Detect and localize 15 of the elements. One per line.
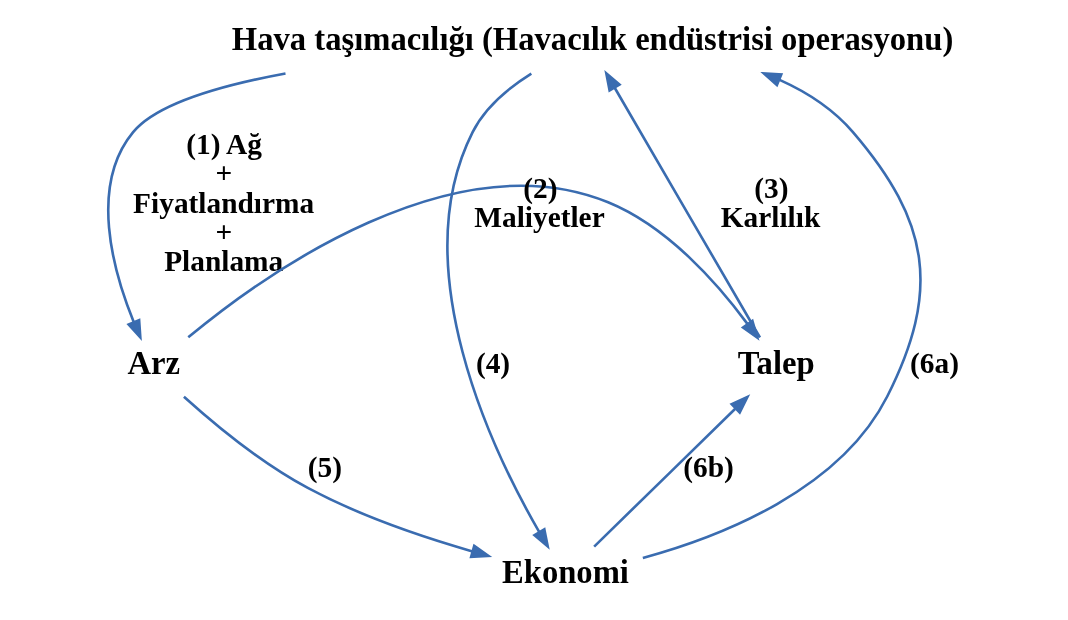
arrow [445,72,550,550]
node-text: Hava taşımacılığı (Havacılık endüstrisi operasyonu) [231,21,953,58]
edge-label: (4) [475,346,510,379]
arrow [182,395,492,559]
edge-label: (1) Ağ + Fiyatlandırma + Planlama [132,127,314,278]
arrow [641,71,922,560]
edge-label: (6a) [909,346,959,379]
arrow [592,394,750,548]
node-text: Talep [737,344,815,381]
arrow [106,72,286,341]
edge-label: (3) Karlılık [720,172,820,234]
node-text: Arz [126,344,180,381]
edge-label: (5) [307,451,342,484]
node-text: Ekonomi [501,553,629,590]
edge-label: (6b) [682,451,734,484]
